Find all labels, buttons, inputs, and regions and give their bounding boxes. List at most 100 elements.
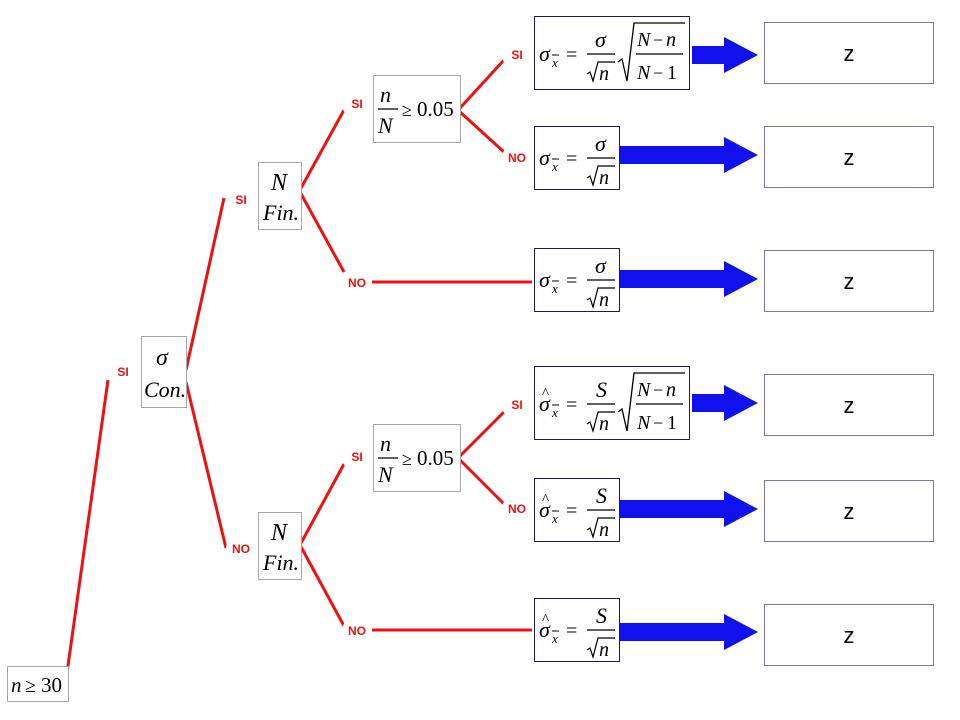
result-label: z [843, 41, 855, 66]
f1-xbar: x [551, 55, 558, 70]
formula-1: σ x = σ n N − n N − 1 [539, 22, 685, 85]
f4-sigma: σ [539, 391, 551, 416]
f6-sigma: σ [539, 617, 551, 642]
f1-minus2: − [653, 63, 663, 83]
f2-eq: = [566, 148, 577, 170]
label-no-ratio-bottom: NO [502, 494, 532, 524]
finite-top-symbol: N [270, 170, 289, 196]
f3-sigma: σ [539, 267, 551, 292]
sigma-known-text: σ Con. [144, 345, 186, 402]
ratio-top-op: ≥ [402, 100, 412, 120]
result-box-1: z [764, 22, 934, 84]
f1-n1: n [666, 29, 676, 51]
f6-den-n: n [599, 639, 609, 661]
f2-sigma: σ [539, 145, 551, 170]
root-op: ≥ [25, 675, 36, 697]
f3-num-sigma: σ [595, 253, 607, 278]
f5-xbar: x [551, 511, 558, 526]
branch-ratio-top-to-formula-1 [458, 58, 506, 110]
f1-eq: = [566, 44, 577, 66]
arrow-4 [692, 385, 758, 421]
f1-den-n: n [599, 63, 609, 85]
formula-4: σ ^ x = S n N − n N − 1 [539, 372, 685, 435]
ratio-top-num: n [380, 82, 391, 107]
f4-num-S: S [596, 377, 607, 402]
f6-hat: ^ [542, 612, 549, 628]
ratio-bottom-box: n N ≥ 0.05 [373, 424, 461, 492]
f2-xbar: x [551, 159, 558, 174]
arrow-5 [620, 491, 758, 527]
label-no-ratio-top: NO [502, 143, 532, 173]
result-label: z [843, 623, 855, 648]
f1-one: 1 [667, 62, 677, 84]
f4-N1: N [636, 379, 652, 401]
f5-sigma: σ [539, 497, 551, 522]
label-no-known: NO [226, 534, 256, 564]
result-box-5: z [764, 480, 934, 542]
label-si-root: SI [108, 357, 138, 387]
label-si-known: SI [226, 185, 256, 215]
formula-5: σ ^ x = S n [539, 483, 615, 541]
known-symbol: σ [156, 345, 169, 371]
f6-eq: = [566, 620, 577, 642]
f5-den-n: n [599, 519, 609, 541]
f4-den-n: n [599, 413, 609, 435]
branch-finite-top-to-formula-3 [298, 191, 346, 273]
branch-known-to-finite-top [184, 197, 226, 371]
result-box-6: z [764, 604, 934, 666]
f1-N2: N [636, 62, 652, 84]
f4-n1: n [666, 379, 676, 401]
branch-ratio-bottom-to-formula-5 [458, 458, 506, 506]
root-condition-text: n ≥ 30 [11, 673, 62, 697]
result-label: z [843, 145, 855, 170]
result-arrows [620, 37, 758, 650]
finite-bottom-word: Fin. [262, 550, 299, 575]
branch-known-to-finite-bottom [184, 381, 228, 549]
f6-xbar: x [551, 631, 558, 646]
label-si-ratio-bottom: SI [502, 390, 532, 420]
finite-bottom-symbol: N [270, 520, 289, 546]
finite-top-text: N Fin. [262, 170, 299, 225]
f4-one: 1 [667, 412, 677, 434]
f1-num-sigma: σ [595, 27, 607, 52]
ratio-top-box: n N ≥ 0.05 [373, 75, 461, 143]
branch-finite-bottom-to-ratio-bottom [298, 463, 346, 546]
f3-eq: = [566, 270, 577, 292]
label-si-finite-top: SI [342, 89, 372, 119]
label-no-finite-bottom: NO [342, 616, 372, 646]
result-box-4: z [764, 374, 934, 436]
f4-hat: ^ [542, 386, 549, 402]
root-num: 30 [41, 673, 62, 697]
known-word: Con. [144, 377, 186, 402]
formula-1-box: σ x = σ n N − n N − 1 [534, 16, 690, 90]
f5-hat: ^ [542, 492, 549, 508]
finite-bottom-box: N Fin. [258, 512, 302, 580]
label-no-finite-top: NO [342, 268, 372, 298]
f2-num-sigma: σ [595, 131, 607, 156]
ratio-top-den: N [377, 113, 394, 138]
f4-N2: N [636, 412, 652, 434]
ratio-bottom-den: N [377, 462, 394, 487]
f1-sigma: σ [539, 41, 551, 66]
ratio-bottom-num: n [380, 431, 391, 456]
formula-2: σ x = σ n [539, 131, 615, 189]
arrow-2 [620, 137, 758, 173]
ratio-bottom-op: ≥ [402, 449, 412, 469]
label-si-ratio-top: SI [502, 40, 532, 70]
branch-ratio-bottom-to-formula-4 [458, 410, 506, 458]
f3-xbar: x [551, 281, 558, 296]
f2-den-n: n [599, 167, 609, 189]
tree-branches [64, 58, 532, 681]
finite-top-word: Fin. [262, 200, 299, 225]
result-box-2: z [764, 126, 934, 188]
result-box-3: z [764, 250, 934, 312]
branch-finite-bottom-to-formula-6 [298, 544, 346, 627]
ratio-bottom-val: 0.05 [417, 446, 454, 470]
f4-xbar: x [551, 405, 558, 420]
f4-minus1: − [653, 380, 663, 400]
formula-6: σ ^ x = S n [539, 603, 615, 661]
formula-5-box: σ ^ x = S n [534, 478, 620, 542]
branch-finite-top-to-ratio-top [298, 109, 346, 191]
result-label: z [843, 393, 855, 418]
